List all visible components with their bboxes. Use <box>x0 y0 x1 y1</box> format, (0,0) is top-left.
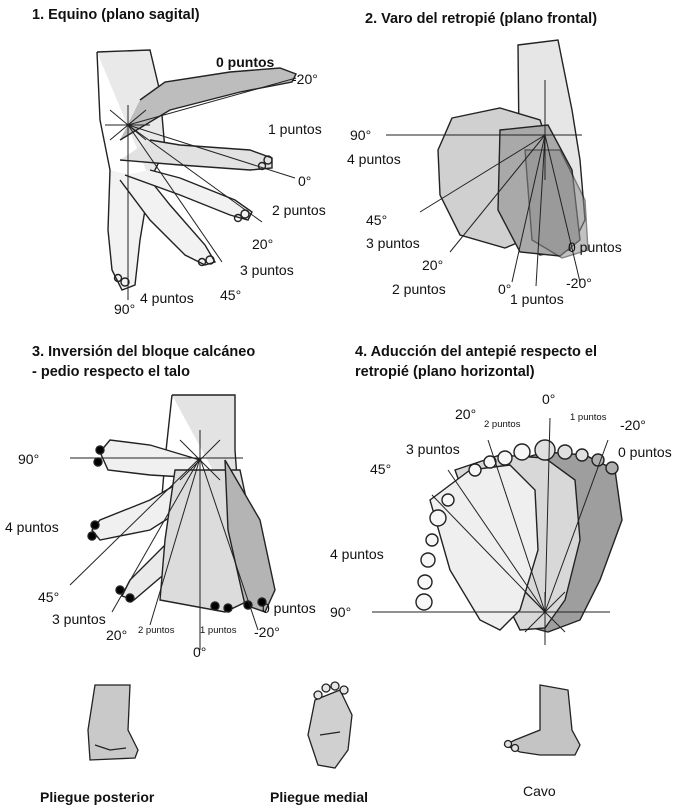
panel-4-label-90-deg: 90° <box>330 605 351 619</box>
panel-3-label-0-deg: 0° <box>193 645 206 659</box>
panel-3-label-4-points: 4 puntos <box>5 520 59 534</box>
panel-4-label-0-points: 0 puntos <box>618 445 672 459</box>
panel-4-title-line-2: retropié (plano horizontal) <box>355 365 535 380</box>
caption-medial-crease: Pliegue medial <box>270 790 368 804</box>
panel-3-title-line-2: - pedio respecto el talo <box>32 365 190 380</box>
panel-3-label-1-points: 1 puntos <box>200 626 236 636</box>
panel-2-label-3-points: 3 puntos <box>366 236 420 250</box>
panel-3-label-90-deg: 90° <box>18 452 39 466</box>
panel-1-label-0-points: 0 puntos <box>216 55 274 69</box>
panel-1-label-20-deg: 20° <box>252 237 273 251</box>
panel-4-label-1-points: 1 puntos <box>570 413 606 423</box>
panel-2-label-4-points: 4 puntos <box>347 152 401 166</box>
panel-2-label-0-points: 0 puntos <box>568 240 622 254</box>
panel-3-label-0-points: 0 puntos <box>262 601 316 615</box>
panel-1-title: 1. Equino (plano sagital) <box>32 8 200 23</box>
panel-3-title-line-1: 3. Inversión del bloque calcáneo <box>32 345 255 360</box>
panel-2-label-1-points: 1 puntos <box>510 292 564 306</box>
panel-4-label-minus-20-deg: -20° <box>620 418 646 432</box>
panel-4-title-line-1: 4. Aducción del antepié respecto el <box>355 345 597 360</box>
panel-1-label-3-points: 3 puntos <box>240 263 294 277</box>
medial-crease-foot-thumbnail <box>308 682 352 768</box>
panel-1-label-45-deg: 45° <box>220 288 241 302</box>
panel-1-label-0-deg: 0° <box>298 174 311 188</box>
panel-2-title: 2. Varo del retropié (plano frontal) <box>365 12 597 27</box>
panel-3-label-minus-20-deg: -20° <box>254 625 280 639</box>
panel-1-label-2-points: 2 puntos <box>272 203 326 217</box>
panel-2-label-minus-20-deg: -20° <box>566 276 592 290</box>
panel-2-foot-drawing <box>438 40 588 258</box>
panel-1-label-4-points: 4 puntos <box>140 291 194 305</box>
panel-4-label-3-points: 3 puntos <box>406 442 460 456</box>
panel-2-label-45-deg: 45° <box>366 213 387 227</box>
cavus-foot-thumbnail <box>505 685 581 755</box>
panel-1-label-90-deg: 90° <box>114 302 135 316</box>
panel-4-label-45-deg: 45° <box>370 462 391 476</box>
posterior-crease-foot-thumbnail <box>88 685 138 760</box>
panel-3-label-20-deg: 20° <box>106 628 127 642</box>
panel-4-label-4-points: 4 puntos <box>330 547 384 561</box>
panel-2-label-2-points: 2 puntos <box>392 282 446 296</box>
panel-4-foot-drawing <box>416 440 622 632</box>
panel-2-label-90-deg: 90° <box>350 128 371 142</box>
caption-posterior-crease: Pliegue posterior <box>40 790 154 804</box>
panel-3-label-45-deg: 45° <box>38 590 59 604</box>
panel-4-label-0-deg: 0° <box>542 392 555 406</box>
caption-cavus: Cavo <box>523 784 556 798</box>
panel-4-label-20-deg: 20° <box>455 407 476 421</box>
panel-2-label-20-deg: 20° <box>422 258 443 272</box>
panel-1-label-1-points: 1 puntos <box>268 122 322 136</box>
panel-1-label-minus-20-deg: -20° <box>292 72 318 86</box>
panel-3-label-2-points: 2 puntos <box>138 626 174 636</box>
panel-4-label-2-points: 2 puntos <box>484 420 520 430</box>
panel-3-label-3-points: 3 puntos <box>52 612 106 626</box>
panel-3-foot-drawing <box>88 395 275 612</box>
